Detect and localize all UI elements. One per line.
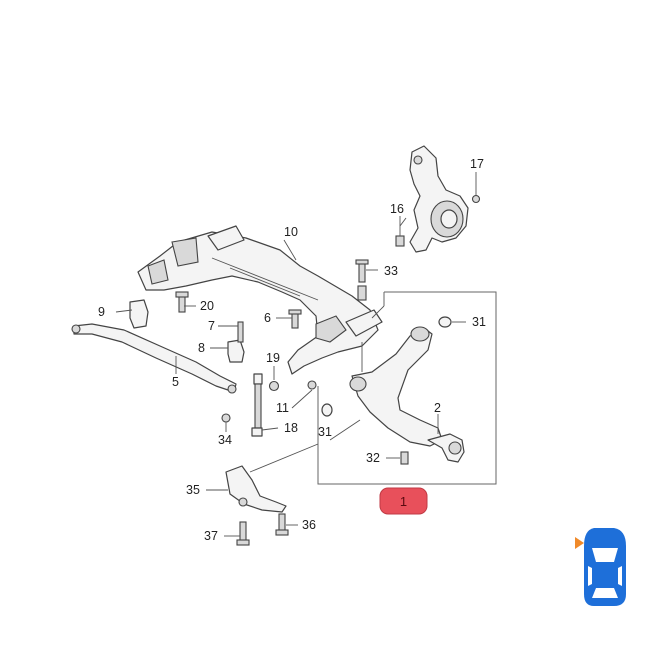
callout-labels: 10 17 16 33 20 9 7 6 8 19 5 11 31 2 31 3… xyxy=(98,157,486,543)
subframe-bolt-33 xyxy=(355,259,378,301)
callout-6: 6 xyxy=(264,311,271,325)
lower-control-arm xyxy=(321,316,452,447)
subframe-bolt-20 xyxy=(175,291,189,313)
ball-joint xyxy=(427,414,465,463)
callout-20: 20 xyxy=(200,299,214,313)
bracket-bolt-37 xyxy=(236,521,250,546)
callout-31-bottom: 31 xyxy=(318,425,332,439)
callout-35: 35 xyxy=(186,483,200,497)
callout-5: 5 xyxy=(172,375,179,389)
leader-lines xyxy=(115,217,466,537)
link-nut-34 xyxy=(221,413,231,423)
highlight-badge-part-1[interactable]: 1 xyxy=(379,487,428,515)
bushing-bolt-7 xyxy=(237,321,244,343)
stabilizer-bushing-8 xyxy=(227,339,245,363)
stabilizer-bar xyxy=(71,323,237,394)
callout-36: 36 xyxy=(302,518,316,532)
callout-32: 32 xyxy=(366,451,380,465)
arm-bolt-32 xyxy=(400,451,409,465)
knuckle-nut-17 xyxy=(471,172,481,204)
stabilizer-link-18 xyxy=(251,373,263,437)
callout-10: 10 xyxy=(284,225,298,239)
callout-7: 7 xyxy=(208,319,215,333)
callout-34: 34 xyxy=(218,433,232,447)
direction-arrow-icon xyxy=(575,537,584,549)
stabilizer-bushing-9 xyxy=(129,299,149,329)
callout-16: 16 xyxy=(390,202,404,216)
callout-11: 11 xyxy=(276,401,289,415)
callout-2: 2 xyxy=(434,401,441,415)
callout-9: 9 xyxy=(98,305,105,319)
callout-19: 19 xyxy=(266,351,280,365)
callout-18: 18 xyxy=(284,421,298,435)
car-top-view-icon xyxy=(584,528,626,606)
callout-17: 17 xyxy=(470,157,484,171)
callout-37: 37 xyxy=(204,529,218,543)
link-nut-19 xyxy=(268,380,280,392)
front-subframe xyxy=(137,225,383,375)
badge-label: 1 xyxy=(400,494,407,509)
callout-8: 8 xyxy=(198,341,205,355)
bracket-bolt-36 xyxy=(275,513,289,536)
subframe-bolt-6 xyxy=(288,309,302,329)
subframe-nut-11 xyxy=(307,380,317,390)
callout-31-top: 31 xyxy=(472,315,486,329)
bracket-35 xyxy=(225,443,319,513)
steering-knuckle xyxy=(409,145,469,253)
part-1-frame xyxy=(317,291,497,485)
callout-33: 33 xyxy=(384,264,398,278)
knuckle-bolt-16 xyxy=(395,216,405,247)
